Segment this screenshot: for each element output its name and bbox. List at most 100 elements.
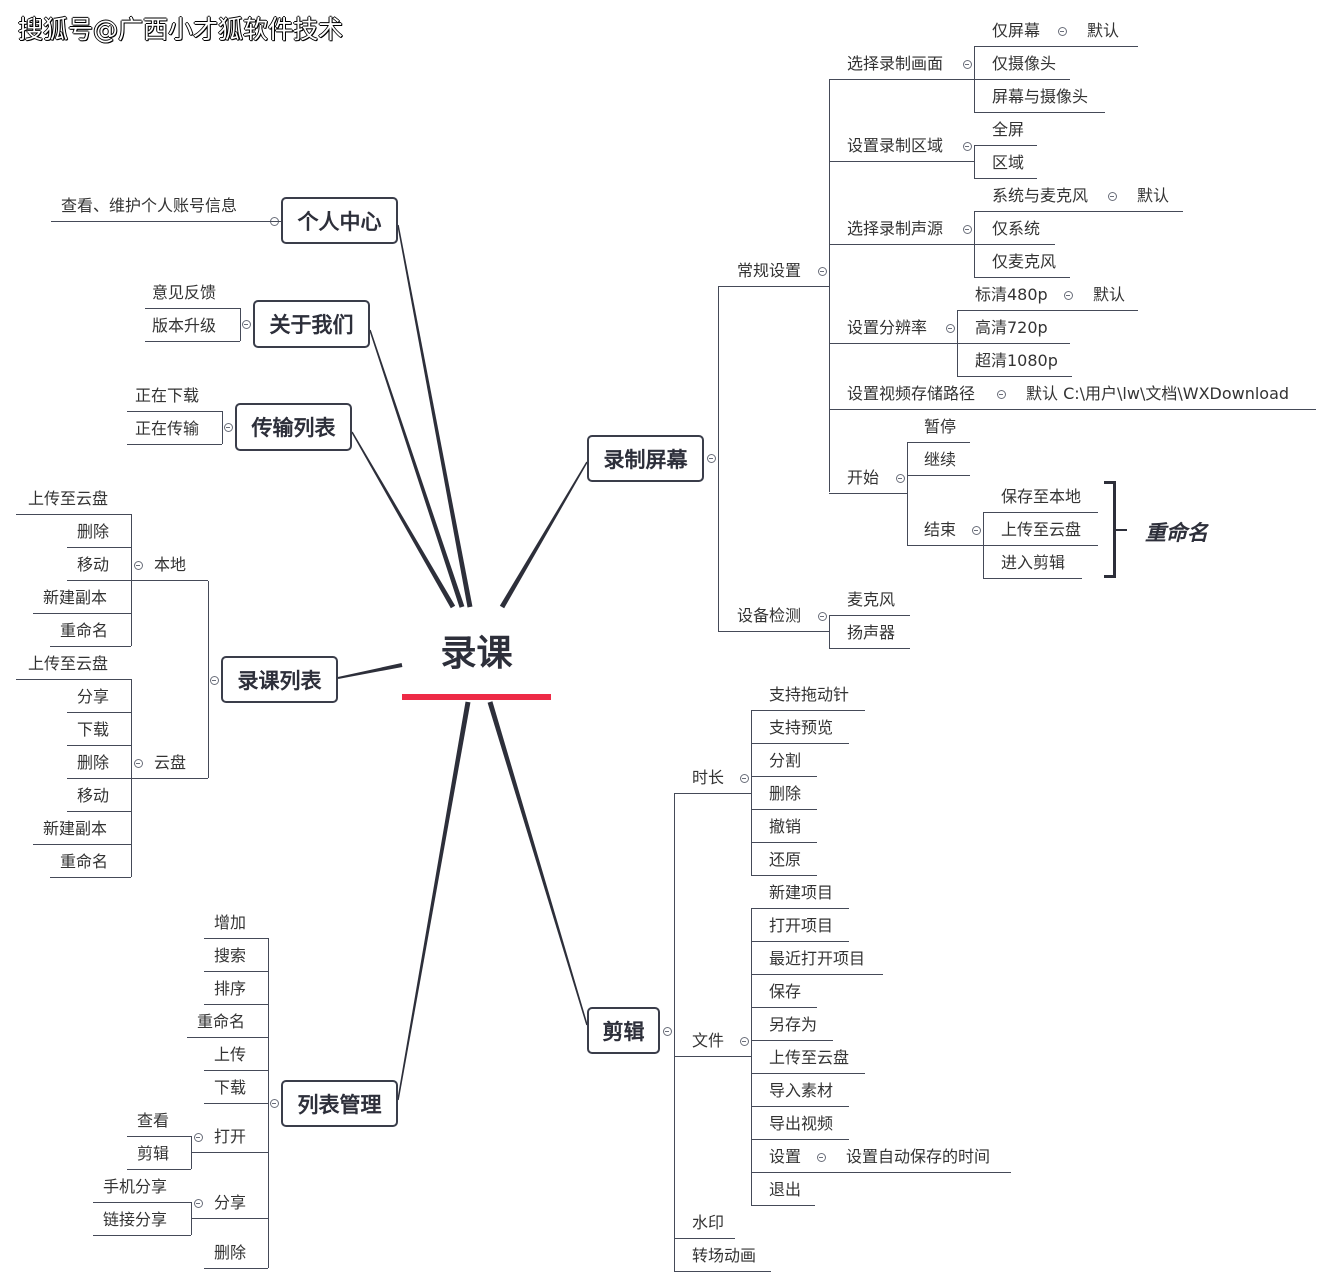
collapse-icon[interactable] [209,675,219,685]
topic-label[interactable]: 时长 [692,768,725,787]
topic-label[interactable]: 高清720p [975,318,1048,337]
topic-label[interactable]: 仅麦克风 [992,252,1057,271]
topic-label[interactable]: 仅系统 [992,219,1041,238]
topic-label[interactable]: 撤销 [769,817,802,836]
topic-label[interactable]: 选择录制声源 [847,219,944,238]
topic-label[interactable]: 保存 [769,982,802,1001]
topic-label[interactable]: 新建副本 [43,588,108,607]
topic-label[interactable]: 下载 [77,720,110,739]
topic-label[interactable]: 常规设置 [737,261,802,280]
main-topic[interactable]: 个人中心 [281,197,398,244]
topic-label[interactable]: 最近打开项目 [769,949,866,968]
topic-label[interactable]: 设置视频存储路径 [847,384,976,403]
topic-label[interactable]: 正在传输 [135,419,200,438]
collapse-icon[interactable] [945,323,955,333]
topic-label[interactable]: 区域 [992,153,1025,172]
topic-label[interactable]: 标清480p [975,285,1048,304]
collapse-icon[interactable] [193,1198,203,1208]
topic-label[interactable]: 默认 C:\用户\lw\文档\WXDownload [1026,384,1290,403]
collapse-icon[interactable] [817,611,827,621]
collapse-icon[interactable] [269,1098,279,1108]
topic-label[interactable]: 扬声器 [847,623,896,642]
topic-label[interactable]: 结束 [924,520,957,539]
main-topic[interactable]: 录制屏幕 [587,435,704,482]
topic-label[interactable]: 查看 [137,1111,170,1130]
topic-label[interactable]: 上传至云盘 [1001,520,1082,539]
main-topic[interactable]: 列表管理 [281,1080,398,1127]
collapse-icon[interactable] [996,389,1006,399]
topic-label[interactable]: 继续 [924,450,957,469]
topic-label[interactable]: 设置自动保存的时间 [846,1147,991,1166]
topic-label[interactable]: 打开项目 [769,916,834,935]
topic-label[interactable]: 链接分享 [103,1210,168,1229]
collapse-icon[interactable] [962,224,972,234]
collapse-icon[interactable] [1057,26,1067,36]
topic-label[interactable]: 打开 [214,1127,247,1146]
topic-label[interactable]: 分割 [769,751,802,770]
topic-label[interactable]: 默认 [1137,186,1170,205]
topic-label[interactable]: 删除 [214,1243,247,1262]
topic-label[interactable]: 手机分享 [103,1177,168,1196]
topic-label[interactable]: 支持预览 [769,718,834,737]
topic-label[interactable]: 麦克风 [847,590,896,609]
topic-label[interactable]: 重命名 [60,621,109,640]
collapse-icon[interactable] [241,319,251,329]
topic-label[interactable]: 版本升级 [152,316,217,335]
topic-label[interactable]: 意见反馈 [152,283,217,302]
topic-label[interactable]: 退出 [769,1180,802,1199]
topic-label[interactable]: 超清1080p [975,351,1058,370]
topic-label[interactable]: 分享 [214,1193,247,1212]
main-topic[interactable]: 关于我们 [253,300,370,348]
topic-label[interactable]: 排序 [214,979,247,998]
collapse-icon[interactable] [962,141,972,151]
topic-label[interactable]: 云盘 [154,753,187,772]
topic-label[interactable]: 上传至云盘 [28,489,109,508]
collapse-icon[interactable] [971,525,981,535]
topic-label[interactable]: 屏幕与摄像头 [992,87,1089,106]
topic-label[interactable]: 设置 [769,1147,802,1166]
collapse-icon[interactable] [1063,290,1073,300]
topic-label[interactable]: 系统与麦克风 [992,186,1089,205]
topic-label[interactable]: 本地 [154,555,187,574]
topic-label[interactable]: 搜索 [214,946,247,965]
topic-label[interactable]: 选择录制画面 [847,54,944,73]
topic-label[interactable]: 还原 [769,850,802,869]
topic-label[interactable]: 删除 [77,753,110,772]
topic-label[interactable]: 新建副本 [43,819,108,838]
topic-label[interactable]: 设置分辨率 [847,318,928,337]
main-topic[interactable]: 传输列表 [235,403,352,451]
collapse-icon[interactable] [133,560,143,570]
collapse-icon[interactable] [895,473,905,483]
topic-label[interactable]: 移动 [77,555,110,574]
topic-label[interactable]: 导入素材 [769,1081,834,1100]
topic-label[interactable]: 默认 [1087,21,1120,40]
collapse-icon[interactable] [739,1036,749,1046]
topic-label[interactable]: 支持拖动针 [769,685,850,704]
topic-label[interactable]: 正在下载 [135,386,200,405]
collapse-icon[interactable] [662,1026,672,1036]
collapse-icon[interactable] [739,773,749,783]
topic-label[interactable]: 仅摄像头 [992,54,1057,73]
topic-label[interactable]: 保存至本地 [1001,487,1082,506]
main-topic[interactable]: 剪辑 [587,1007,660,1054]
topic-label[interactable]: 分享 [77,687,110,706]
topic-label[interactable]: 另存为 [769,1015,818,1034]
topic-label[interactable]: 重命名 [197,1012,246,1031]
topic-label[interactable]: 导出视频 [769,1114,834,1133]
topic-label[interactable]: 查看、维护个人账号信息 [61,196,238,215]
main-topic[interactable]: 录课列表 [221,656,338,703]
collapse-icon[interactable] [817,266,827,276]
collapse-icon[interactable] [223,422,233,432]
summary-note[interactable]: 重命名 [1145,521,1208,545]
collapse-icon[interactable] [816,1152,826,1162]
topic-label[interactable]: 删除 [769,784,802,803]
topic-label[interactable]: 默认 [1093,285,1126,304]
topic-label[interactable]: 文件 [692,1031,725,1050]
collapse-icon[interactable] [706,453,716,463]
topic-label[interactable]: 上传至云盘 [769,1048,850,1067]
topic-label[interactable]: 下载 [214,1078,247,1097]
topic-label[interactable]: 仅屏幕 [992,21,1041,40]
topic-label[interactable]: 剪辑 [137,1144,170,1163]
topic-label[interactable]: 上传至云盘 [28,654,109,673]
topic-label[interactable]: 新建项目 [769,883,834,902]
